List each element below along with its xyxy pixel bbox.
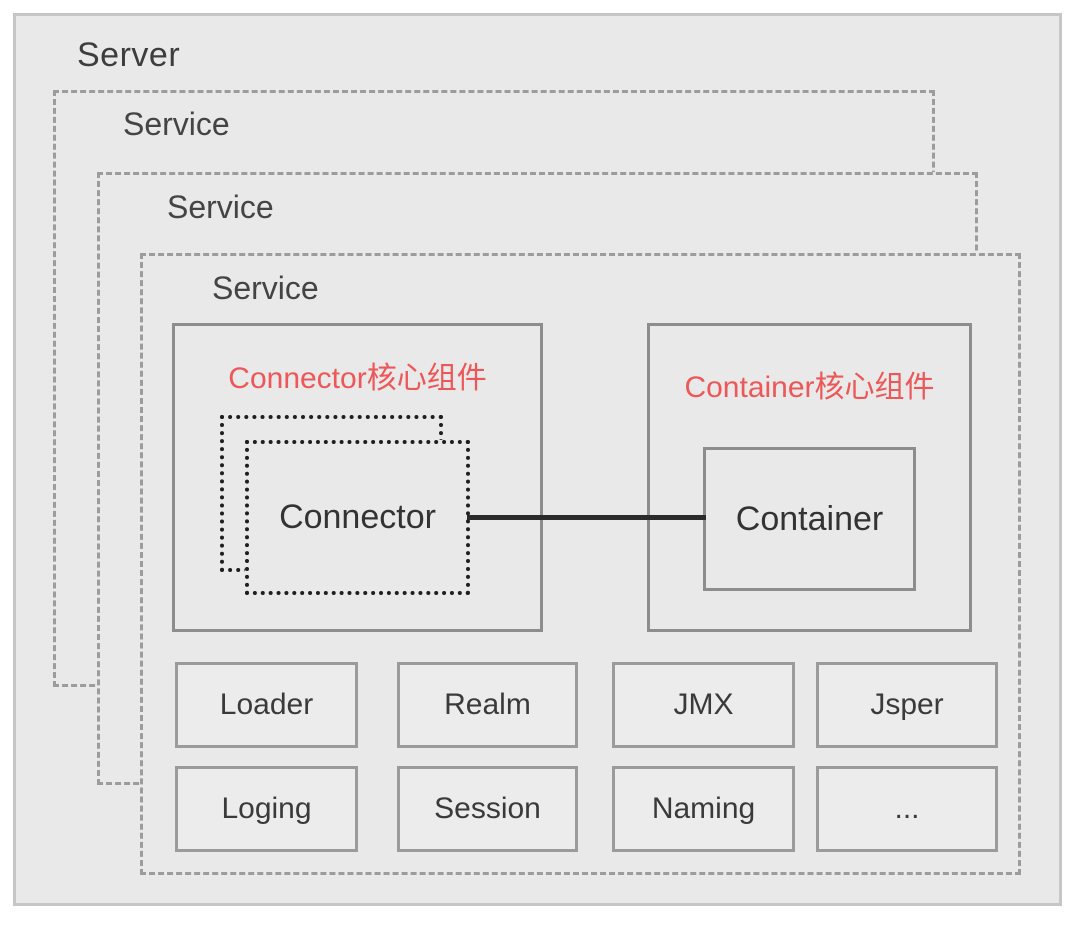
component-box-loader: Loader (175, 662, 358, 748)
container-group-title: Container核心组件 (684, 371, 935, 404)
service-label-1: Service (123, 106, 230, 142)
connector-container-link-line (467, 515, 706, 520)
component-box-session: Session (397, 766, 578, 852)
service-label-3: Service (212, 270, 319, 306)
connector-group-title: Connector核心组件 (228, 362, 487, 395)
server-label: Server (77, 36, 181, 74)
component-box-loging: Loging (175, 766, 358, 852)
connector-box: Connector (245, 440, 470, 595)
container-box: Container (703, 447, 916, 591)
connector-label: Connector (279, 498, 436, 536)
component-box-naming: Naming (612, 766, 795, 852)
component-box-realm: Realm (397, 662, 578, 748)
component-box-ellipsis: ... (816, 766, 998, 852)
container-label: Container (735, 499, 884, 538)
component-box-jsper: Jsper (816, 662, 998, 748)
component-box-jmx: JMX (612, 662, 795, 748)
service-label-2: Service (167, 189, 274, 225)
